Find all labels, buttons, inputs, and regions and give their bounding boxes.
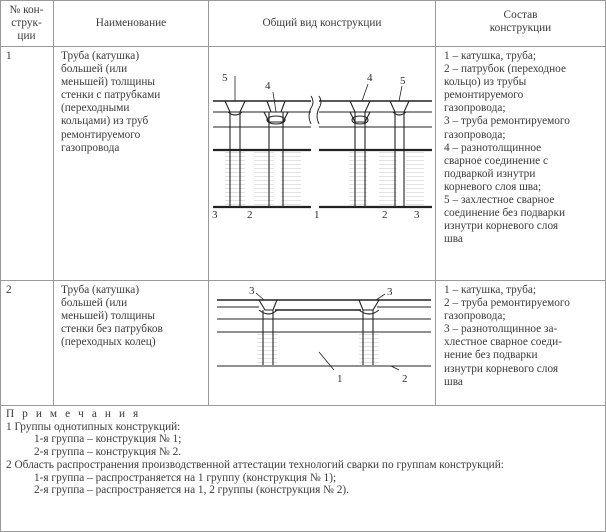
construction-2-drawing: 3 3 1 2	[217, 285, 431, 385]
label-5-right: 5	[400, 75, 406, 87]
label-2-2: 2	[402, 373, 408, 385]
note-line: 2-я группа – распространяется на 1, 2 гр…	[34, 484, 350, 497]
notes-section: П р и м е ч а н и я 1 Группы однотипных …	[6, 408, 601, 497]
note-line: 1-я группа – распространяется на 1 групп…	[34, 471, 337, 484]
label-1-2: 1	[337, 373, 343, 385]
row2-number: 2	[6, 284, 12, 296]
header-composition: Состав конструкции	[489, 9, 552, 35]
label-4-left: 4	[265, 80, 271, 92]
header-divider	[0, 46, 605, 47]
row2-name: Труба (катушка) большей (или меньшей) то…	[61, 284, 163, 349]
col-divider-3	[435, 0, 436, 405]
row1-name: Труба (катушка) большей (или меньшей) то…	[61, 50, 161, 154]
note-line: 1-я группа – конструкция № 1;	[34, 433, 182, 446]
col-divider-1	[53, 0, 54, 405]
label-2-right: 2	[382, 209, 388, 221]
label-3-right-2: 3	[387, 286, 393, 298]
row1-composition: 1 – катушка, труба; 2 – патрубок (перехо…	[444, 50, 570, 246]
row2-composition: 1 – катушка, труба; 2 – труба ремонтируе…	[444, 284, 570, 388]
construction-1-drawing: 5 4 4 5 3 2 1 2 3	[212, 72, 432, 221]
row-divider	[0, 280, 605, 281]
header-view: Общий вид конструкции	[262, 17, 382, 29]
label-4-right: 4	[367, 72, 373, 84]
note-line: 2-я группа – конструкция № 2.	[34, 446, 182, 459]
label-2-left: 2	[247, 209, 253, 221]
header-number: № кон- струк- ции	[9, 4, 44, 43]
label-3-left: 3	[212, 209, 218, 221]
note-line: 1 Группы однотипных конструкций:	[6, 420, 181, 433]
note-line: 2 Область распространения производственн…	[6, 458, 504, 471]
label-5-left: 5	[222, 72, 228, 84]
row1-number: 1	[6, 50, 12, 62]
col-divider-2	[208, 0, 209, 405]
header-name: Наименование	[95, 17, 167, 29]
label-3-left-2: 3	[249, 285, 255, 297]
notes-divider	[0, 405, 605, 406]
label-1: 1	[314, 209, 320, 221]
notes-heading: П р и м е ч а н и я	[6, 408, 141, 420]
label-3-right: 3	[414, 209, 420, 221]
